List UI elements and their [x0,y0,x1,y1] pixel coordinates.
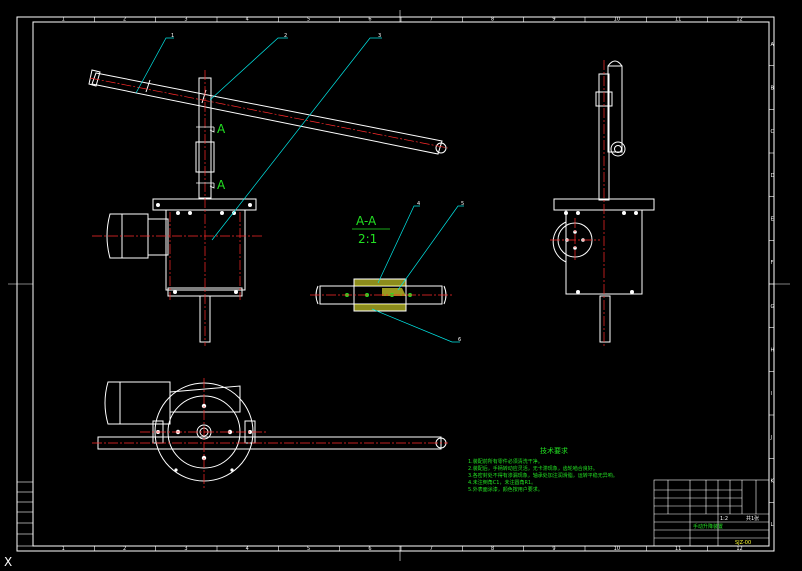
border-col-label: 2 [123,546,126,552]
border-col-label: 8 [491,17,494,23]
border-col-label: 7 [430,546,433,552]
title-block[interactable]: 手动升降装置 SJZ-00 1:2 共1张 [653,479,770,547]
border-col-label: 5 [307,17,310,23]
title-block-scale: 1:2 [720,516,728,522]
border-row-label: J [770,435,772,441]
border-col-label: 10 [614,546,620,552]
side-shaft [595,60,623,343]
balloon-4: 4 [417,201,420,207]
flange-bolts [156,203,252,294]
border-row-label: E [771,217,774,223]
section-title: A-A [356,214,377,228]
border-row-label: K [771,479,775,485]
left-stamp-box [16,481,34,547]
side-handle-knob-inner [614,145,622,153]
leader-lines-front [135,37,382,241]
front-view[interactable]: A A [88,69,449,346]
title-block-sheet: 共1张 [746,515,759,522]
border-col-label: 9 [552,546,555,552]
balloon-6: 6 [458,337,461,343]
border-col-label: 8 [491,546,494,552]
border-row-label: F [771,260,774,266]
border-col-label: 11 [675,17,681,23]
border-col-label: 9 [552,17,555,23]
technical-requirements: 技术要求 1.装配前所有零件必须清洗干净。 2.装配后，手柄转动应灵活，无卡滞现… [468,446,618,493]
border-col-label: 12 [736,17,742,23]
border-col-label: 10 [614,17,620,23]
tech-req-item-1: 1.装配前所有零件必须清洗干净。 [468,458,543,465]
border-row-label: D [771,173,775,179]
border-row-label: A [771,42,775,48]
balloon-3: 3 [378,33,381,39]
side-centerlines [550,60,605,346]
tech-req-item-3: 3.各密封处不得有渗漏现象，轴承处加注润滑脂，运转平稳无异响。 [468,472,618,479]
balloon-1: 1 [171,33,174,39]
border-col-label: 2 [123,17,126,23]
section-mark-a-upper: A [217,122,226,136]
border-col-label: 5 [307,546,310,552]
top-centerlines [92,378,448,488]
tech-req-item-5: 5.外表面涂漆，颜色按用户要求。 [468,486,543,493]
border-row-label: L [771,522,774,528]
border-row-label: I [771,391,772,397]
border-row-label: C [771,129,775,135]
section-mark-a-lower: A [217,178,226,192]
border-row-label: B [771,86,775,92]
leader-lines-section [371,205,464,343]
section-marks [196,126,215,189]
section-a-a[interactable]: A-A 2:1 4 5 6 [310,201,464,343]
side-view[interactable] [550,60,655,346]
tech-req-item-2: 2.装配后，手柄转动应灵活，无卡滞现象，齿轮啮合良好。 [468,465,598,472]
tech-req-item-4: 4.未注倒角C1，未注圆角R1。 [468,479,536,486]
top-view[interactable] [92,378,448,488]
border-col-label: 6 [368,546,371,552]
border-col-label: 11 [675,546,681,552]
border-row-label: G [771,304,775,310]
title-block-drawing-no: SJZ-00 [735,540,751,546]
front-centerlines [89,70,449,346]
border-row-label: H [771,348,775,354]
tech-req-title: 技术要求 [540,446,568,455]
border-col-label: 1 [62,17,65,23]
border-col-label: 3 [184,546,187,552]
border-col-label: 7 [430,17,433,23]
side-motor-flange [552,221,567,263]
gearbox-housing[interactable] [165,209,246,291]
handle-lever[interactable] [88,69,447,155]
border-col-label: 12 [736,546,742,552]
border-col-label: 4 [246,17,249,23]
border-col-label: 1 [62,546,65,552]
section-scale: 2:1 [358,232,377,246]
balloon-2: 2 [284,33,287,39]
border-col-label: 3 [184,17,187,23]
title-block-drawing-name: 手动升降装置 [693,523,723,530]
top-motor [104,381,241,425]
ucs-icon: X [4,555,12,569]
balloon-5: 5 [461,201,464,207]
border-col-label: 6 [368,17,371,23]
border-col-label: 4 [246,546,249,552]
border-row-labels-right: A B C D E F G H I J K L [769,42,775,528]
top-flange [152,198,257,211]
side-handle-knob [610,141,626,157]
